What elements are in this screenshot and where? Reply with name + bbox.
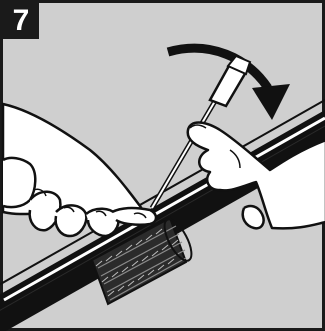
step-number-badge: 7 <box>3 3 39 39</box>
